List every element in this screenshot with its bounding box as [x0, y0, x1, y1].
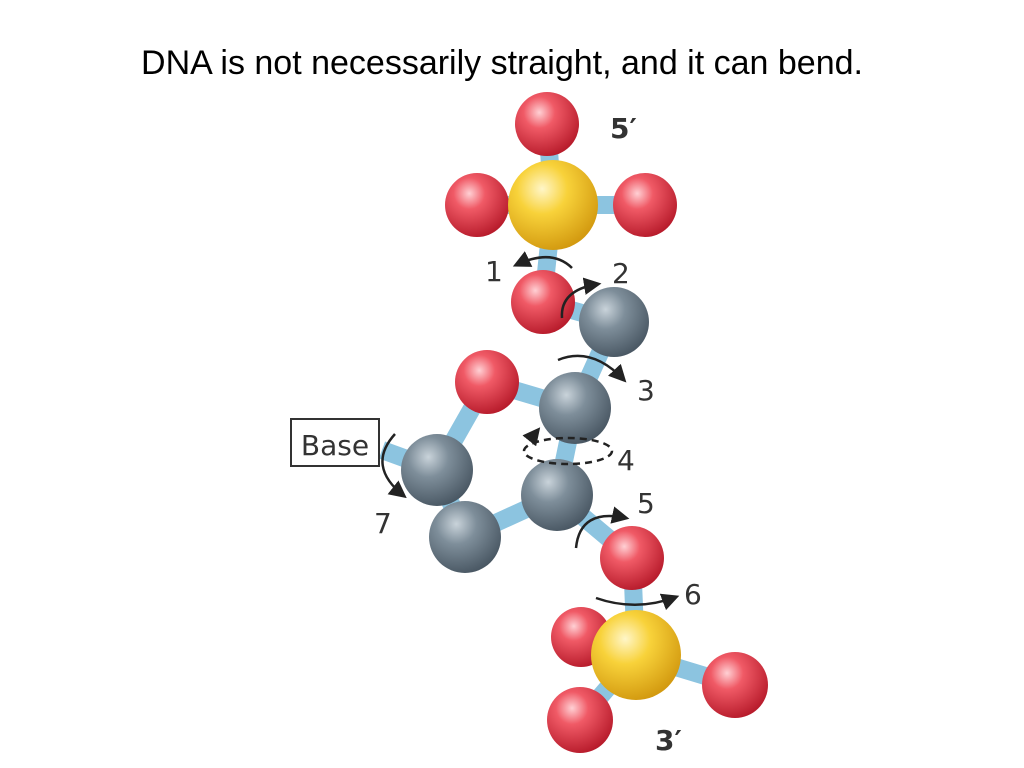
five-prime-label: 5′ — [610, 112, 637, 145]
carbon-atom — [401, 434, 473, 506]
torsion-label-3: 3 — [637, 374, 655, 407]
torsion-label-6: 6 — [684, 578, 702, 611]
phosphorus-atom — [591, 610, 681, 700]
carbon-atom — [521, 459, 593, 531]
phosphorus-atom — [508, 160, 598, 250]
oxygen-atom — [515, 92, 579, 156]
three-prime-label: 3′ — [655, 724, 682, 757]
torsion-label-2: 2 — [612, 257, 630, 290]
carbon-atom — [539, 372, 611, 444]
rotation-arrow-1 — [512, 251, 573, 269]
rotation-arrow-2 — [560, 277, 602, 319]
atoms — [401, 92, 768, 753]
oxygen-atom — [455, 350, 519, 414]
torsion-label-4: 4 — [617, 444, 635, 477]
rotation-arrow-3 — [557, 354, 627, 383]
carbon-atom — [579, 287, 649, 357]
torsion-label-1: 1 — [485, 255, 503, 288]
oxygen-atom — [702, 652, 768, 718]
oxygen-atom — [547, 687, 613, 753]
torsion-label-7: 7 — [374, 507, 392, 540]
rotation-arrow-4 — [522, 436, 614, 466]
base-box — [290, 418, 380, 467]
oxygen-atom — [613, 173, 677, 237]
rotation-arrow-4-head — [522, 427, 541, 447]
torsion-label-5: 5 — [637, 487, 655, 520]
carbon-atom — [429, 501, 501, 573]
base-label: Base — [301, 429, 369, 462]
rotation-arrows — [381, 251, 680, 611]
oxygen-atom — [511, 270, 575, 334]
oxygen-atom — [600, 526, 664, 590]
rotation-arrow-7 — [381, 433, 407, 499]
rotation-arrow-5 — [574, 506, 630, 549]
rotation-arrow-6 — [595, 593, 680, 611]
oxygen-atom — [445, 173, 509, 237]
slide-title: DNA is not necessarily straight, and it … — [141, 44, 863, 82]
